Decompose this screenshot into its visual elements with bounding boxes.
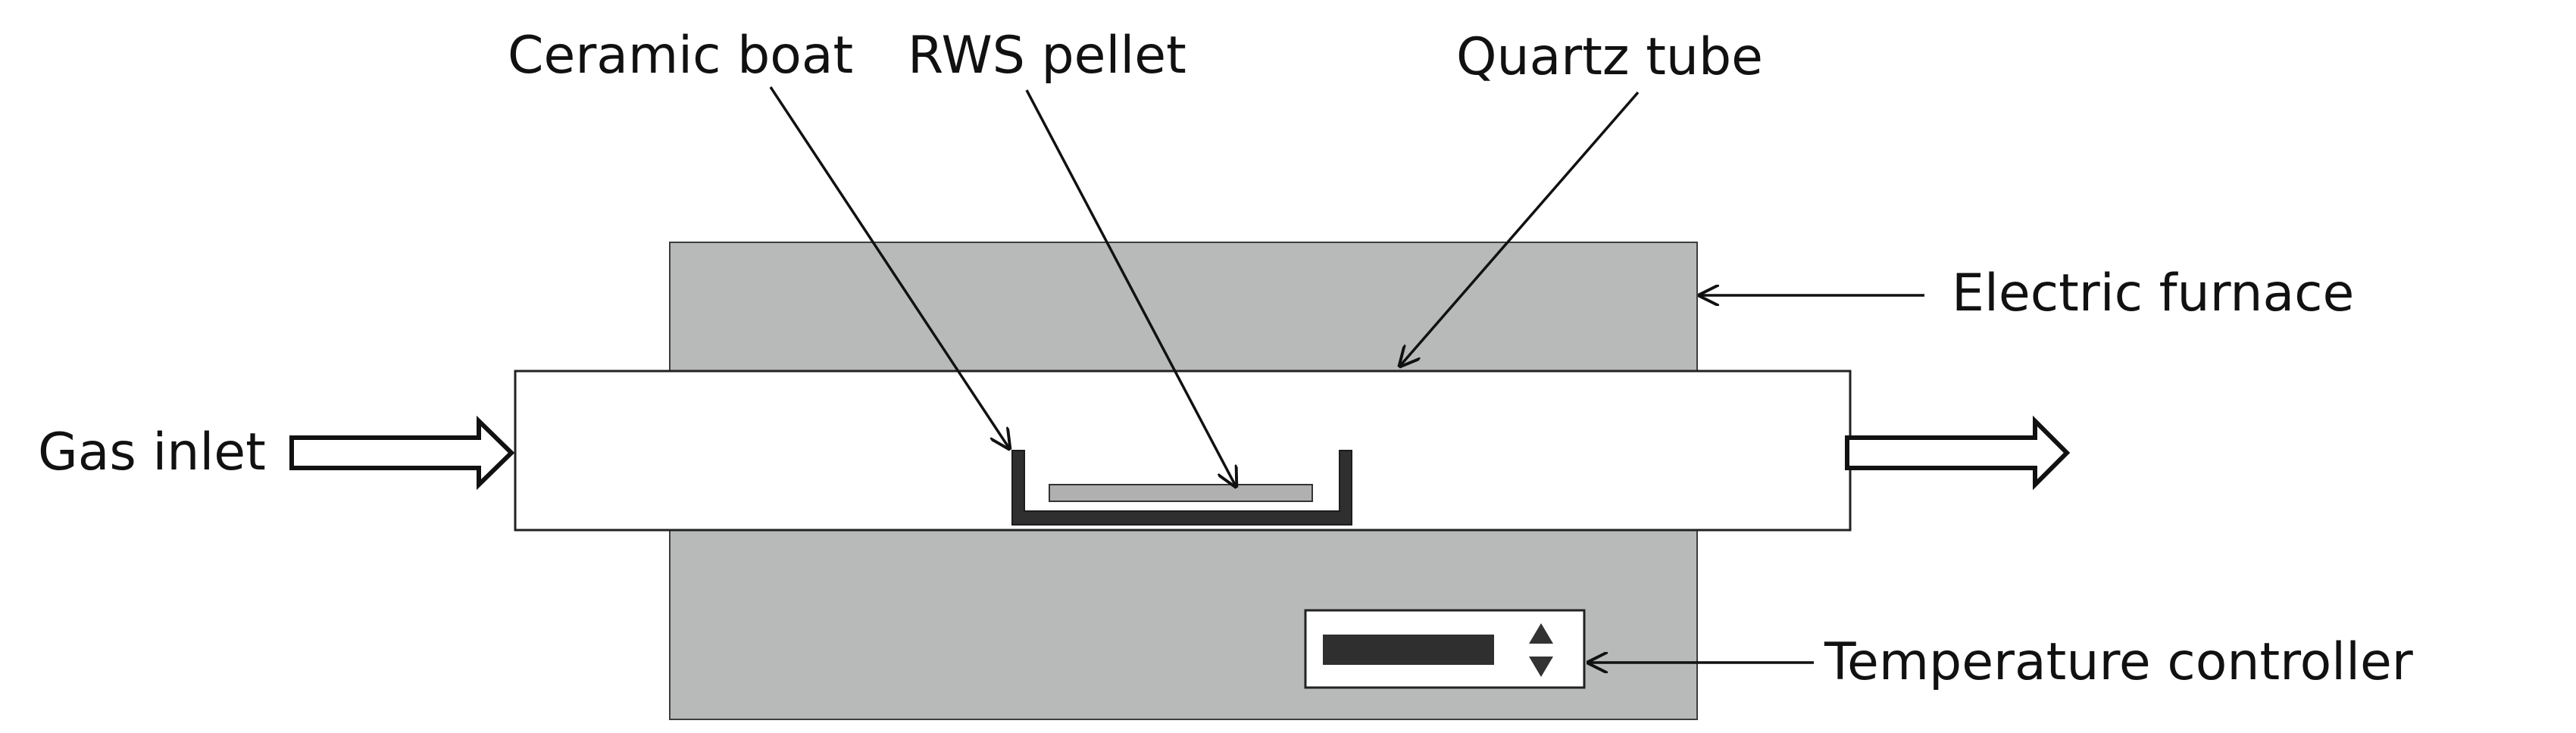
rws-pellet — [1049, 484, 1313, 502]
gas-inlet-arrow — [289, 415, 515, 491]
ceramic-boat-label: Ceramic boat — [508, 26, 853, 86]
temperature-controller — [1304, 609, 1586, 689]
temperature-controller-label: Temperature controller — [1824, 632, 2413, 692]
quartz-tube-leader — [1400, 91, 1640, 366]
temperature-controller-display — [1323, 635, 1494, 665]
up-arrow-icon — [1529, 623, 1553, 644]
quartz-tube — [514, 370, 1852, 532]
electric-furnace-label: Electric furnace — [1952, 264, 2354, 323]
gas-inlet-label: Gas inlet — [38, 423, 266, 482]
quartz-tube-label: Quartz tube — [1456, 27, 1763, 87]
down-arrow-icon — [1529, 657, 1553, 677]
gas-outlet-arrow — [1845, 415, 2071, 491]
ceramic-boat-leader — [769, 86, 1009, 448]
rws-pellet-label: RWS pellet — [908, 26, 1186, 86]
electric-furnace-upper — [669, 242, 1698, 372]
ceramic-boat — [1011, 450, 1352, 526]
rws-pellet-leader — [1025, 89, 1236, 486]
